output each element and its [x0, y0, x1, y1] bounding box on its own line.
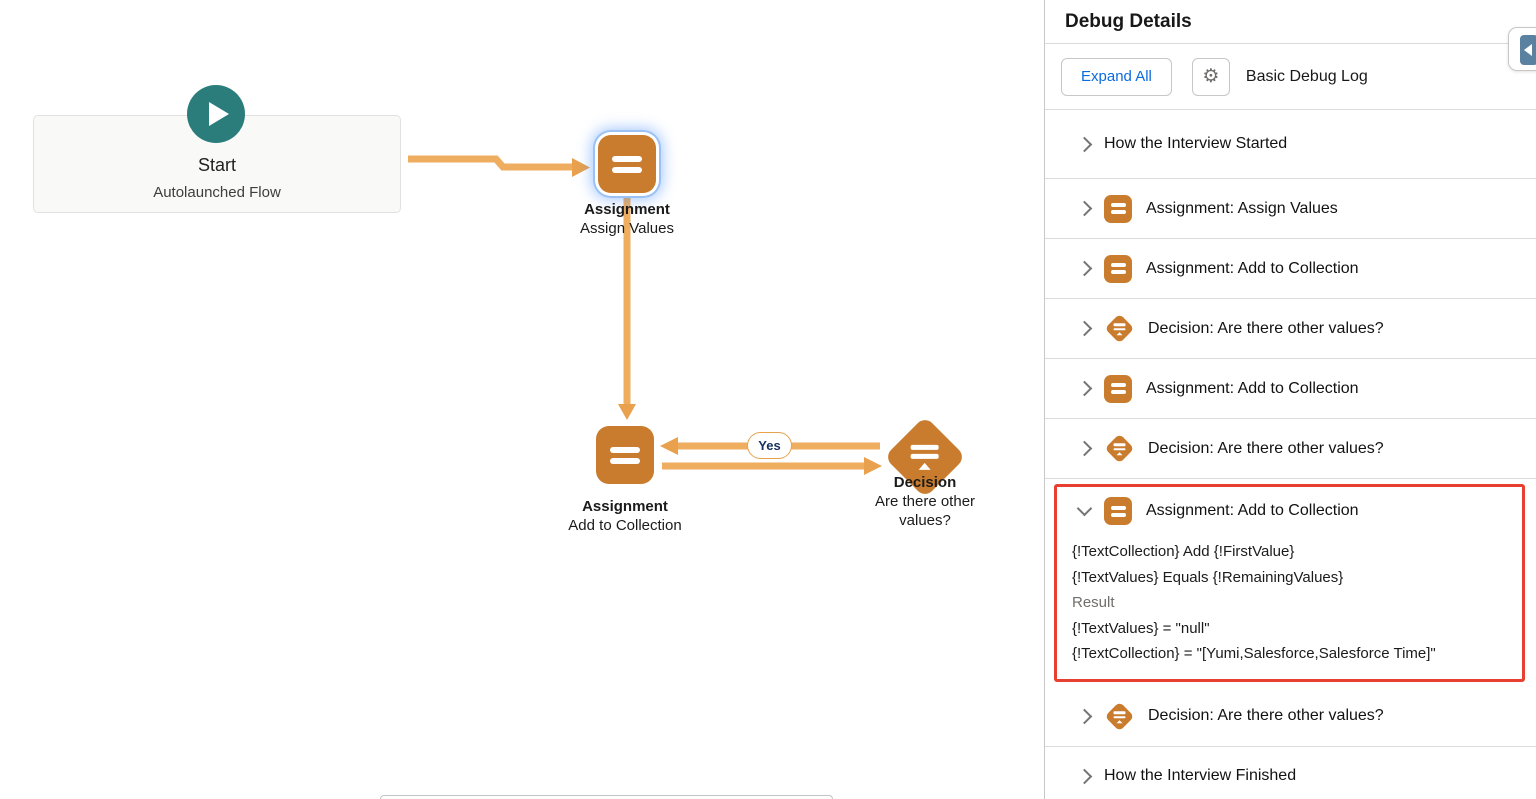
left-triangle-icon [1524, 44, 1532, 56]
node-name-label: Assign Values [580, 220, 674, 237]
assignment-icon [1104, 194, 1132, 223]
log-row-assignment-add-to-collection-expanded[interactable]: Assignment: Add to Collection [1057, 487, 1522, 535]
detail-line: {!TextCollection} = "[Yumi,Salesforce,Sa… [1072, 645, 1436, 662]
log-row-label: Assignment: Assign Values [1146, 199, 1338, 217]
flow-canvas[interactable]: Start Autolaunched Flow Assignment Assig… [0, 0, 1044, 799]
chevron-right-icon[interactable] [1076, 200, 1093, 217]
assignment-icon [1104, 497, 1132, 525]
connector-start-to-assignment [408, 155, 572, 171]
panel-toolbar: Expand All ⚙ Basic Debug Log [1045, 44, 1536, 110]
log-row-assignment-assign-values[interactable]: Assignment: Assign Values [1045, 179, 1536, 239]
decision-label: Decision Are there other values? [855, 473, 995, 530]
assignment-icon-bar [610, 457, 640, 464]
chevron-down-icon[interactable] [1076, 500, 1093, 517]
chevron-right-icon[interactable] [1076, 768, 1093, 784]
arrowhead-assignment-to-decision [864, 457, 882, 475]
log-row-label: Assignment: Add to Collection [1146, 502, 1359, 519]
log-row-label: Decision: Are there other values? [1148, 707, 1384, 724]
chevron-right-icon[interactable] [1076, 136, 1093, 152]
detail-line-result: Result [1072, 594, 1115, 611]
chevron-right-icon[interactable] [1076, 380, 1093, 397]
log-row-decision-other-values[interactable]: Decision: Are there other values? [1045, 299, 1536, 359]
chevron-right-icon[interactable] [1076, 260, 1093, 277]
decision-icon [1104, 701, 1134, 731]
log-row-assignment-add-to-collection[interactable]: Assignment: Add to Collection [1045, 239, 1536, 299]
gear-icon: ⚙ [1202, 66, 1220, 87]
connector-label-yes[interactable]: Yes [747, 432, 792, 459]
log-row-label: Assignment: Add to Collection [1146, 379, 1359, 397]
decision-icon [1104, 433, 1134, 464]
start-node-subtitle: Autolaunched Flow [153, 184, 281, 201]
decision-icon [1104, 313, 1134, 344]
node-name-label: Are there other values? [874, 493, 976, 529]
log-row-decision-other-values[interactable]: Decision: Are there other values? [1045, 419, 1536, 479]
log-row-decision-other-values[interactable]: Decision: Are there other values? [1045, 686, 1536, 747]
detail-line: {!TextValues} Equals {!RemainingValues} [1072, 568, 1344, 586]
log-row-label: Decision: Are there other values? [1148, 439, 1384, 457]
arrowhead-assignment-to-collection [618, 404, 636, 420]
assignment-add-to-collection-label: Assignment Add to Collection [525, 497, 725, 535]
log-type-label: Basic Debug Log [1245, 67, 1368, 85]
log-row-interview-started[interactable]: How the Interview Started [1045, 110, 1536, 179]
assignment-icon [610, 446, 640, 453]
node-type-label: Assignment [584, 201, 670, 218]
log-row-details: {!TextCollection} Add {!FirstValue} {!Te… [1057, 535, 1522, 679]
node-type-label: Decision [893, 474, 957, 491]
decision-signpost-icon [911, 444, 939, 470]
log-row-label: Decision: Are there other values? [1148, 319, 1384, 337]
log-row-label: How the Interview Finished [1104, 767, 1297, 784]
assignment-icon-bar [612, 166, 642, 173]
collapse-panel-icon [1520, 35, 1536, 65]
assignment-icon [1104, 254, 1132, 283]
arrowhead-decision-yes-to-assignment [660, 437, 678, 455]
detail-line: {!TextCollection} Add {!FirstValue} [1072, 543, 1295, 560]
panel-title: Debug Details [1045, 0, 1536, 44]
assignment-node-assign-values[interactable] [598, 135, 656, 193]
assignment-icon [1104, 374, 1132, 403]
node-type-label: Assignment [582, 498, 668, 515]
start-node-title: Start [197, 155, 236, 175]
log-row-interview-finished[interactable]: How the Interview Finished [1045, 746, 1536, 799]
bottom-toolbar-edge [380, 795, 833, 799]
debug-settings-button[interactable]: ⚙ [1191, 57, 1230, 96]
chevron-right-icon[interactable] [1076, 320, 1093, 337]
log-row-label: How the Interview Started [1104, 135, 1288, 152]
chevron-right-icon[interactable] [1076, 440, 1093, 457]
log-row-label: Assignment: Add to Collection [1146, 259, 1359, 277]
start-play-icon[interactable] [187, 85, 245, 143]
flow-connectors [408, 155, 882, 475]
assignment-assign-values-label: Assignment Assign Values [527, 200, 727, 238]
assignment-icon [612, 155, 642, 162]
detail-line: {!TextValues} = "null" [1072, 619, 1210, 637]
chevron-right-icon[interactable] [1076, 708, 1093, 724]
expand-all-button[interactable]: Expand All [1061, 57, 1172, 96]
assignment-node-add-to-collection[interactable] [596, 426, 654, 484]
debug-details-panel: Debug Details Expand All ⚙ Basic Debug L… [1044, 0, 1536, 799]
log-row-expanded-highlight: Assignment: Add to Collection {!TextColl… [1054, 484, 1525, 682]
collapse-panel-button[interactable] [1508, 27, 1536, 71]
play-triangle-icon [209, 102, 229, 126]
log-row-assignment-add-to-collection[interactable]: Assignment: Add to Collection [1045, 359, 1536, 419]
node-name-label: Add to Collection [568, 517, 682, 534]
arrowhead-start-to-assignment [572, 158, 590, 177]
